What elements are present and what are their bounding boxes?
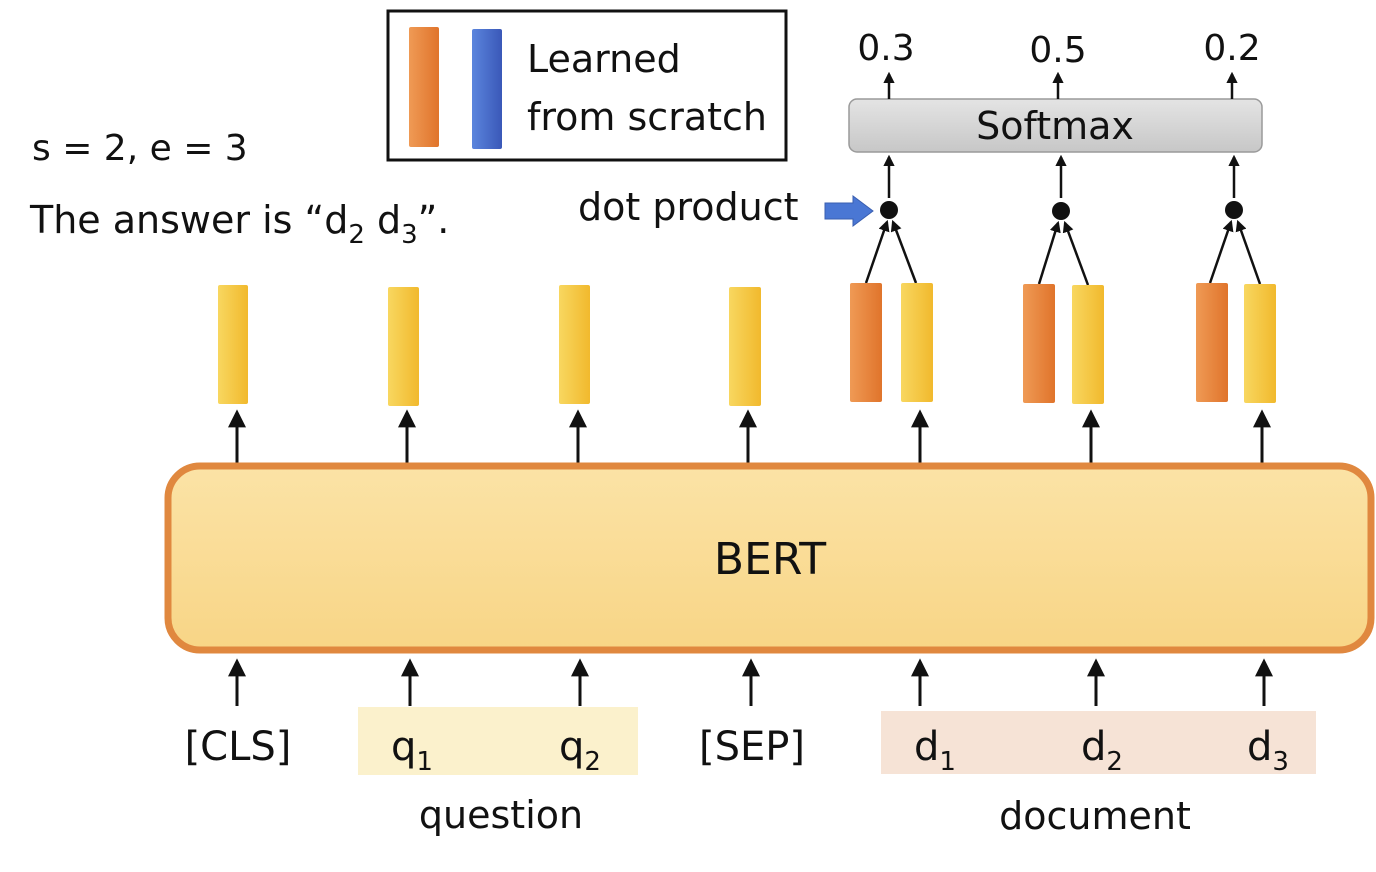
dot-product-node-1 <box>880 201 898 219</box>
dot-product-inputs <box>864 219 1262 286</box>
softmax-label: Softmax <box>976 104 1134 148</box>
question-highlight <box>358 707 638 775</box>
output-vector-q1 <box>388 287 419 406</box>
start-vector-d1 <box>850 283 882 402</box>
softmax-output-3: 0.2 <box>1203 28 1260 69</box>
bert-block: BERT <box>164 462 1375 654</box>
question-group-label: question <box>419 793 583 837</box>
token-sep: [SEP] <box>699 724 805 770</box>
legend-orange-swatch <box>409 27 439 147</box>
output-vector-sep <box>729 287 761 406</box>
legend: Learned from scratch <box>386 9 788 162</box>
dot-product-label: dot product <box>578 185 799 229</box>
answer-text: The answer is “d2 d3”. <box>29 198 449 250</box>
token-input-arrows <box>228 658 1273 706</box>
bert-label: BERT <box>714 534 826 585</box>
dot-product-node-3 <box>1225 201 1243 219</box>
output-vector-cls <box>218 285 248 404</box>
span-indices: s = 2, e = 3 <box>32 128 248 169</box>
output-vector-d3 <box>1244 284 1276 403</box>
dot-product-pointer-icon <box>824 195 874 227</box>
token-d1: d1 <box>914 724 956 777</box>
legend-frame <box>386 9 788 162</box>
token-q2: q2 <box>559 724 601 777</box>
document-highlight <box>881 711 1316 774</box>
start-vector-d3 <box>1196 283 1228 402</box>
bert-box <box>164 462 1375 654</box>
legend-line2: from scratch <box>527 95 767 139</box>
softmax-output-2: 0.5 <box>1029 30 1086 71</box>
legend-line1: Learned <box>527 37 681 81</box>
dot-product-node-2 <box>1052 202 1070 220</box>
legend-blue-swatch <box>472 29 502 149</box>
softmax-output-1: 0.3 <box>857 28 914 69</box>
start-vector-d2 <box>1023 284 1055 403</box>
bert-output-arrows <box>228 409 1271 465</box>
softmax-block: Softmax <box>848 98 1263 153</box>
output-vector-d2 <box>1072 285 1104 404</box>
output-vector-q2 <box>559 285 590 404</box>
token-q1: q1 <box>391 724 433 777</box>
softmax-box <box>848 98 1263 153</box>
token-d3: d3 <box>1247 724 1289 777</box>
token-cls: [CLS] <box>185 724 292 770</box>
document-group-label: document <box>999 794 1191 838</box>
output-vector-d1 <box>901 283 933 402</box>
token-d2: d2 <box>1081 724 1123 777</box>
